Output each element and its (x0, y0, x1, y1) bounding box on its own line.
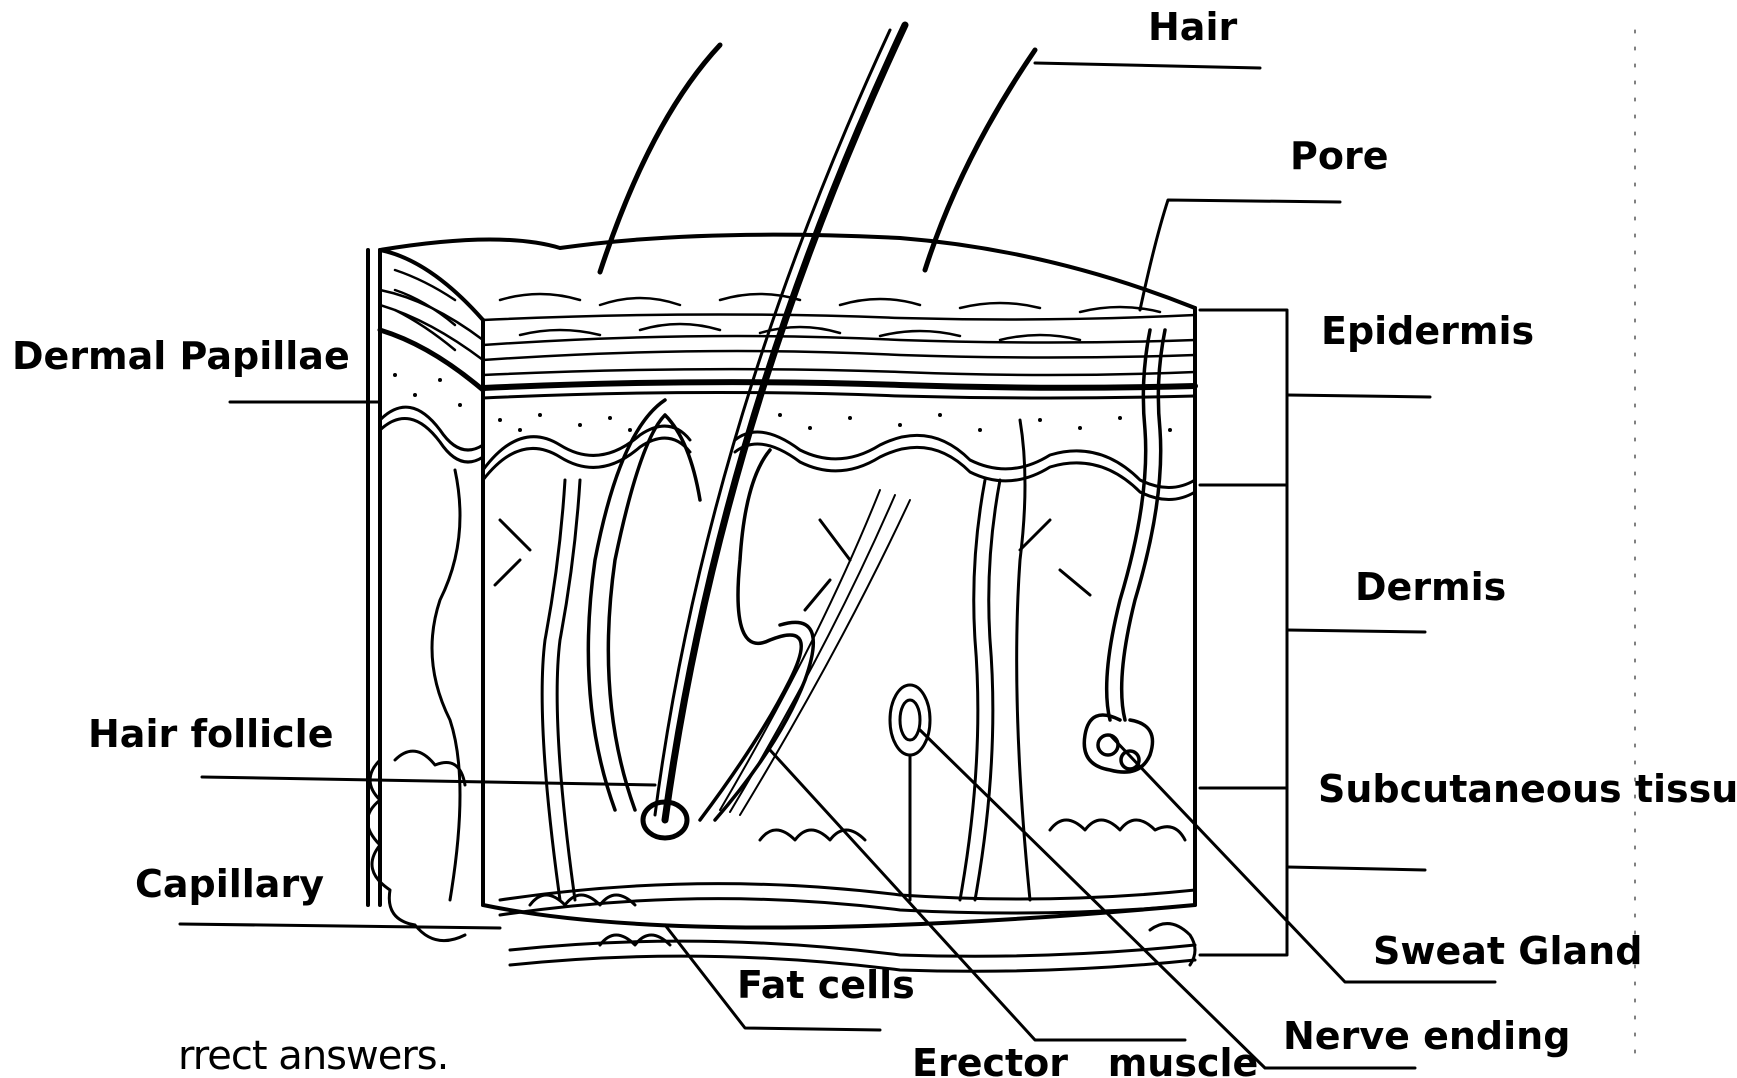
label-nerve-ending: Nerve ending (1283, 1017, 1570, 1055)
label-sweat-gland: Sweat Gland (1373, 932, 1642, 970)
label-erector-muscle: Erector muscle (912, 1044, 1258, 1078)
hair-shafts (600, 25, 1035, 820)
leader-dermis (1287, 630, 1425, 632)
label-hair-follicle: Hair follicle (88, 715, 333, 753)
dermal-papillae-boundary (380, 407, 1195, 499)
label-dermal-papillae: Dermal Papillae (12, 337, 350, 375)
label-pore: Pore (1290, 137, 1388, 175)
nerve-ending (890, 685, 930, 900)
epidermis-layers (380, 270, 1195, 398)
leader-lines (180, 63, 1495, 1068)
leader-subcutaneous (1287, 867, 1425, 870)
label-fat-cells: Fat cells (737, 966, 915, 1004)
footer-text: rrect answers. (178, 1036, 448, 1076)
label-capillary: Capillary (135, 865, 324, 903)
label-subcutaneous-tissue: Subcutaneous tissue (1318, 770, 1737, 808)
label-epidermis: Epidermis (1321, 312, 1534, 350)
leader-hair (1035, 63, 1260, 68)
label-dermis: Dermis (1355, 568, 1506, 606)
leader-hair-follicle (202, 777, 655, 785)
leader-capillary (180, 924, 500, 928)
label-hair: Hair (1148, 8, 1237, 46)
layer-bracket (1200, 310, 1287, 955)
leader-pore (1140, 200, 1340, 310)
leader-epidermis (1287, 395, 1430, 397)
